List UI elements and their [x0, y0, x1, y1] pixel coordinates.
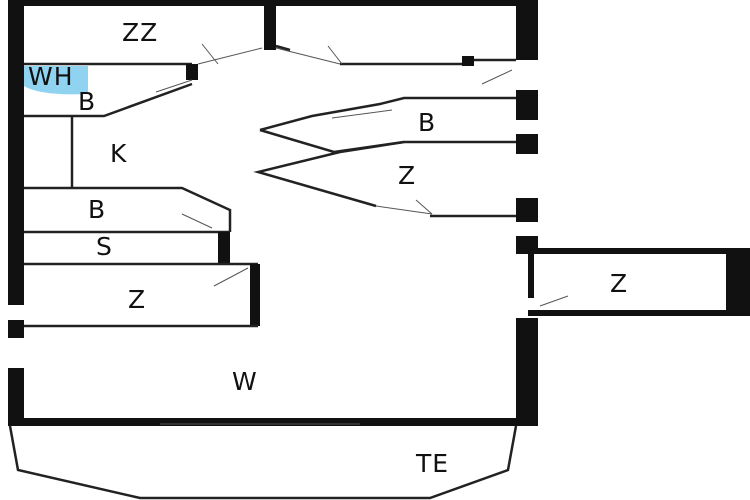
- door-swings: [155, 43, 569, 307]
- outer-walls: [8, 0, 538, 426]
- room-label-b-bath1: B: [78, 87, 96, 116]
- room-label-zz: ZZ: [122, 18, 158, 47]
- room-label-z-bedroom1: Z: [128, 285, 146, 314]
- extension-walls: [528, 248, 750, 316]
- room-label-s: S: [96, 232, 113, 261]
- room-label-z-bedroom3: Z: [610, 269, 628, 298]
- room-label-te: TE: [415, 449, 449, 478]
- room-label-z-bedroom2: Z: [398, 161, 416, 190]
- wh-highlight: [24, 66, 88, 95]
- interior-walls: [24, 44, 516, 328]
- room-label-k: K: [110, 139, 127, 168]
- room-label-b-bath3: B: [418, 108, 436, 137]
- room-label-w: W: [232, 367, 258, 396]
- terrace-outline: [8, 425, 518, 500]
- room-label-wh: WH: [28, 62, 74, 91]
- room-label-b-bath2: B: [88, 195, 106, 224]
